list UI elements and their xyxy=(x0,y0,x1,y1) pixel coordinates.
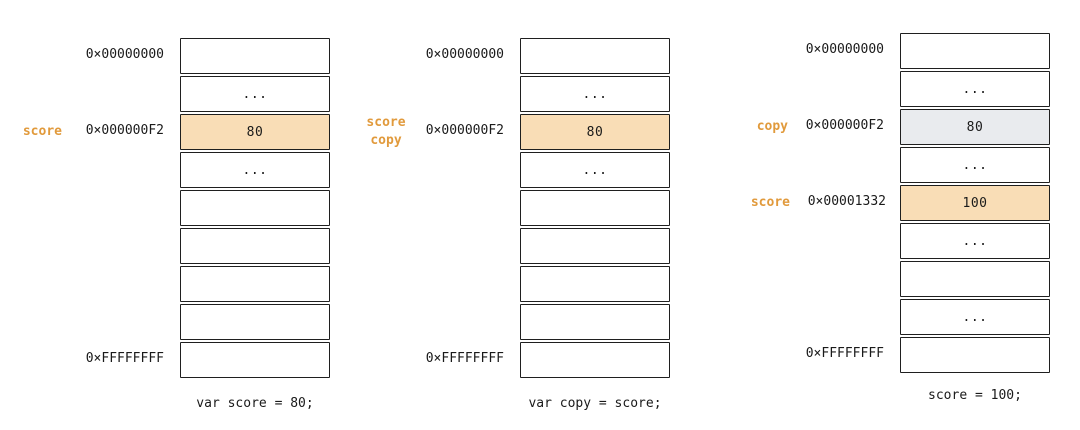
memory-cell xyxy=(520,228,670,264)
memory-cell xyxy=(520,342,670,378)
memory-cell xyxy=(520,190,670,226)
memory-cell: 100 xyxy=(900,185,1050,221)
memory-address-label: 0×00000000 xyxy=(425,47,504,62)
cell-value: ... xyxy=(582,162,608,178)
memory-cell: ... xyxy=(900,299,1050,335)
memory-column: ... 80 ... 100 ... ... xyxy=(900,33,1050,375)
code-caption: var score = 80; xyxy=(196,396,314,411)
memory-cell xyxy=(180,266,330,302)
cell-value: ... xyxy=(962,233,988,249)
memory-cell xyxy=(180,228,330,264)
memory-cell xyxy=(900,33,1050,69)
memory-address-label: 0×000000F2 xyxy=(805,118,884,133)
memory-cell: 80 xyxy=(520,114,670,150)
memory-cell xyxy=(520,266,670,302)
memory-cell: ... xyxy=(180,152,330,188)
memory-panel-3: ... 80 ... 100 ... ... 0×00000000 0×0000… xyxy=(720,0,1080,430)
memory-cell: 80 xyxy=(900,109,1050,145)
memory-cell xyxy=(520,38,670,74)
memory-cell: ... xyxy=(520,76,670,112)
code-caption: var copy = score; xyxy=(528,396,662,411)
memory-cell xyxy=(900,337,1050,373)
variable-label-copy: copy xyxy=(757,118,788,136)
memory-cell xyxy=(180,342,330,378)
cell-value: ... xyxy=(962,309,988,325)
variable-label-score-copy: score copy xyxy=(362,114,410,150)
cell-value: ... xyxy=(582,86,608,102)
cell-value: ... xyxy=(962,81,988,97)
memory-address-label: 0×00001332 xyxy=(807,194,886,209)
memory-column: ... 80 ... xyxy=(520,38,670,380)
cell-value: 80 xyxy=(966,119,984,135)
cell-value: 80 xyxy=(246,124,264,140)
memory-address-label: 0×00000000 xyxy=(85,47,164,62)
memory-address-label: 0×FFFFFFFF xyxy=(85,351,164,366)
memory-cell: ... xyxy=(900,71,1050,107)
variable-name: copy xyxy=(756,119,788,134)
memory-column: ... 80 ... xyxy=(180,38,330,380)
memory-cell: ... xyxy=(900,147,1050,183)
memory-address-label: 0×000000F2 xyxy=(85,123,164,138)
memory-cell: ... xyxy=(520,152,670,188)
memory-panel-1: ... 80 ... 0×00000000 0×000000F2 0×FFFFF… xyxy=(0,0,360,430)
memory-cell: 80 xyxy=(180,114,330,150)
memory-address-label: 0×00000000 xyxy=(805,42,884,57)
cell-value: ... xyxy=(242,86,268,102)
cell-value: ... xyxy=(242,162,268,178)
variable-name: score xyxy=(22,124,62,139)
memory-cell xyxy=(900,261,1050,297)
cell-value: 100 xyxy=(962,195,988,211)
memory-address-label: 0×FFFFFFFF xyxy=(425,351,504,366)
variable-label-score: score xyxy=(23,123,62,141)
memory-cell xyxy=(180,38,330,74)
cell-value: ... xyxy=(962,157,988,173)
variable-label-score: score xyxy=(751,194,790,212)
memory-address-label: 0×FFFFFFFF xyxy=(805,346,884,361)
memory-cell xyxy=(180,304,330,340)
memory-cell xyxy=(520,304,670,340)
memory-cell: ... xyxy=(900,223,1050,259)
memory-cell xyxy=(180,190,330,226)
variable-name: score xyxy=(366,115,406,130)
memory-panel-2: ... 80 ... 0×00000000 0×000000F2 0×FFFFF… xyxy=(360,0,720,430)
code-caption: score = 100; xyxy=(928,388,1022,403)
memory-address-label: 0×000000F2 xyxy=(425,123,504,138)
cell-value: 80 xyxy=(586,124,604,140)
memory-cell: ... xyxy=(180,76,330,112)
variable-name: score xyxy=(750,195,790,210)
variable-name: copy xyxy=(370,133,402,148)
